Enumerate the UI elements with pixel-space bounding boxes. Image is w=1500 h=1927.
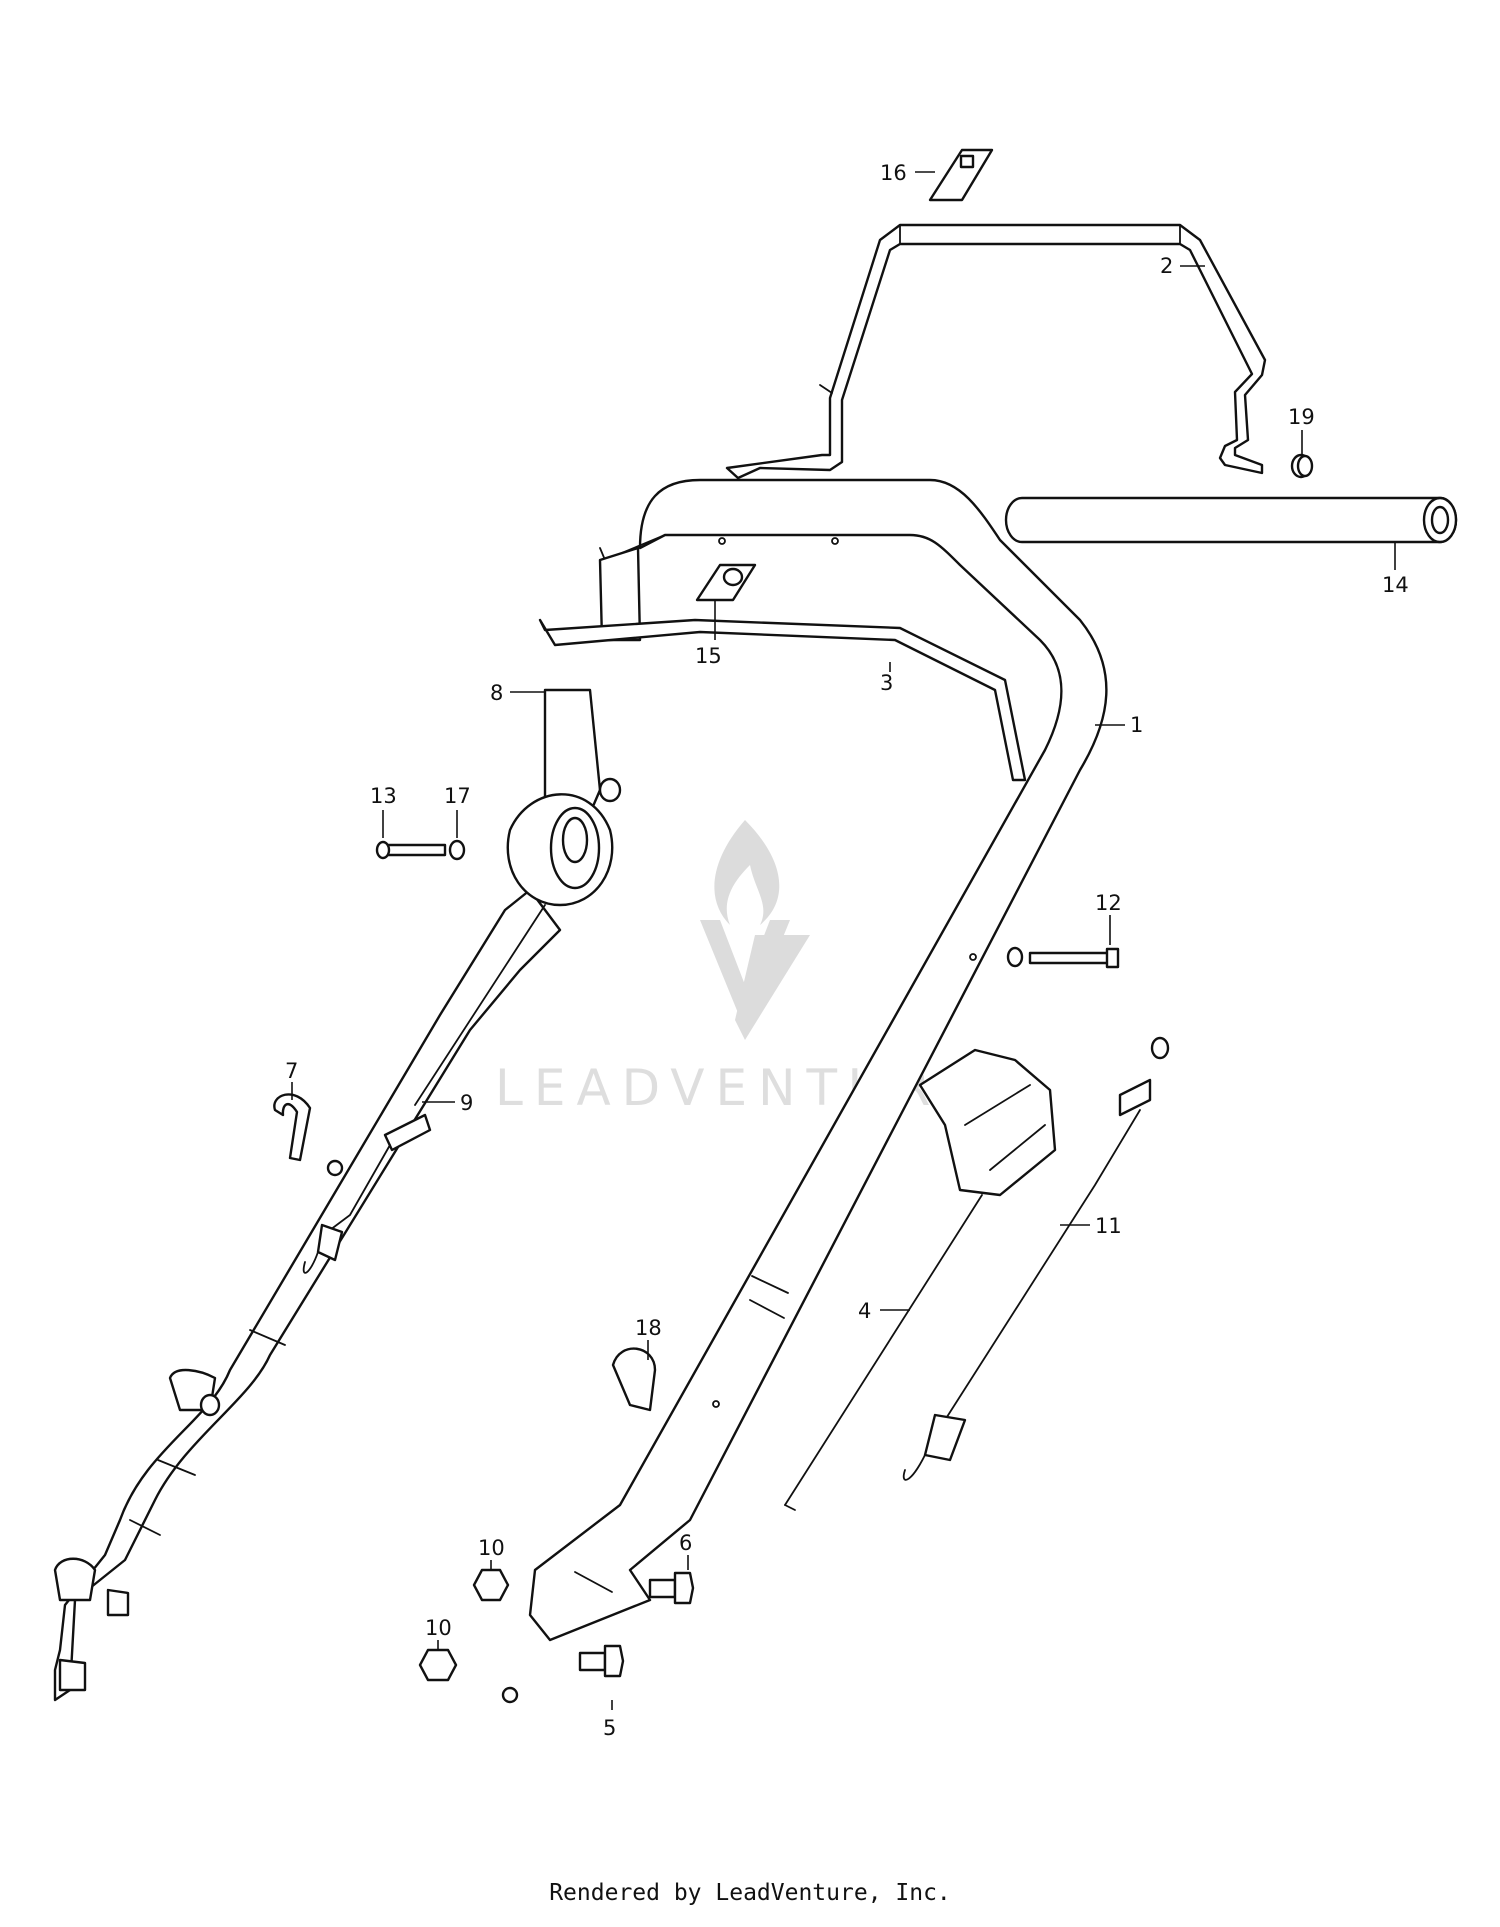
hairpin-clip-part [1290,453,1314,479]
callout-9: 9 [460,1091,473,1115]
washer-part [448,839,466,861]
throttle-cable-part [902,1036,1170,1481]
callout-5: 5 [603,1716,616,1740]
callout-1: 1 [1130,713,1143,737]
bar-link-part [538,618,1027,782]
footer-credit: Rendered by LeadVenture, Inc. [549,1880,951,1906]
cable-clip-part [611,1347,657,1412]
callout-13: 13 [370,784,397,808]
callout-17: 17 [444,784,471,808]
watermark-logo [700,820,810,1040]
callout-15: 15 [695,644,722,668]
bail-bar-part [725,223,1267,480]
callout-16: 16 [880,161,907,185]
callout-4: 4 [858,1299,871,1323]
shoulder-bolt-part [1006,946,1120,969]
hex-bolt-lower-part [578,1644,625,1678]
callout-8: 8 [490,681,503,705]
callout-19: 19 [1288,405,1315,429]
callout-3: 3 [880,671,893,695]
lower-handle-left-part [53,888,562,1702]
callout-7: 7 [285,1059,298,1083]
callout-10-upper: 10 [478,1536,505,1560]
callout-10-lower: 10 [425,1616,452,1640]
cable-guide-part [273,1093,312,1162]
callout-12: 12 [1095,891,1122,915]
switch-box-part [784,1048,1057,1511]
hex-bolt-upper-part [648,1571,695,1605]
callout-6: 6 [679,1531,692,1555]
bar-decal-part [695,563,757,602]
grip-tube-part [1004,496,1458,544]
decal-part [928,148,994,202]
callout-2: 2 [1160,254,1173,278]
nut-lower-part [418,1648,458,1682]
cable-lever-part [506,688,622,907]
nut-upper-part [472,1568,510,1602]
bolt-part [375,840,447,860]
callout-14: 14 [1382,573,1409,597]
callout-18: 18 [635,1316,662,1340]
control-cable-part [302,904,546,1274]
callout-11: 11 [1095,1214,1122,1238]
